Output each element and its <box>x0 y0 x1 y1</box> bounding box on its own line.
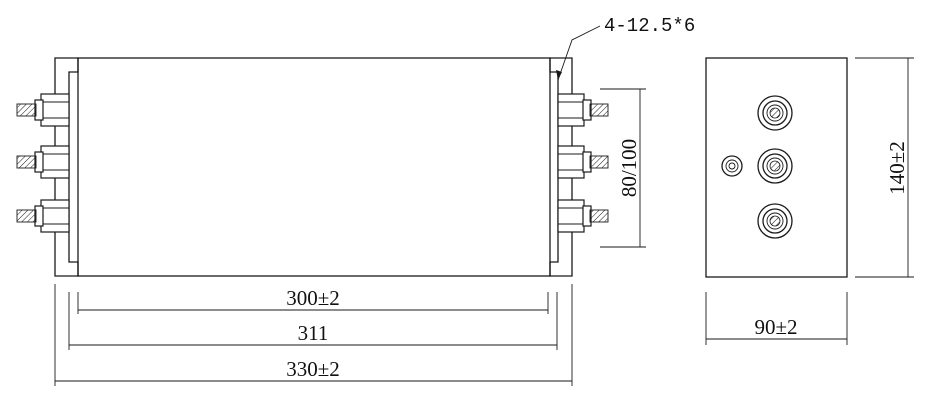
right-terminal-1 <box>557 93 609 127</box>
height-label-side: 140±2 <box>885 141 909 195</box>
width-label-outer: 330±2 <box>286 357 340 381</box>
side-terminal-1 <box>757 95 793 131</box>
height-dimension-side <box>855 57 914 278</box>
hole-spec-leader <box>556 25 601 81</box>
right-terminal-3 <box>557 199 609 233</box>
side-terminal-3 <box>757 203 793 239</box>
width-label-mid: 311 <box>298 321 329 345</box>
side-view: 140±2 90±2 <box>705 57 914 345</box>
right-flange <box>549 57 573 277</box>
hole-spec-label: 4-12.5*6 <box>604 15 695 37</box>
width-dimension-side <box>705 292 848 345</box>
width-label-side: 90±2 <box>754 315 797 339</box>
side-body <box>705 57 848 278</box>
height-dimension-front <box>600 88 646 248</box>
right-terminal-2 <box>557 145 609 179</box>
side-terminal-2 <box>757 148 793 184</box>
filter-body <box>77 57 551 277</box>
width-label-inner: 300±2 <box>286 286 340 310</box>
left-terminal-2 <box>16 145 70 179</box>
height-label-front: 80/100 <box>617 139 641 197</box>
ground-stud <box>721 155 743 177</box>
left-terminal-3 <box>16 199 70 233</box>
front-view: 4-12.5*6 80/100 300±2 311 330±2 <box>16 15 695 386</box>
width-dimensions <box>54 284 573 386</box>
left-terminal-1 <box>16 93 70 127</box>
